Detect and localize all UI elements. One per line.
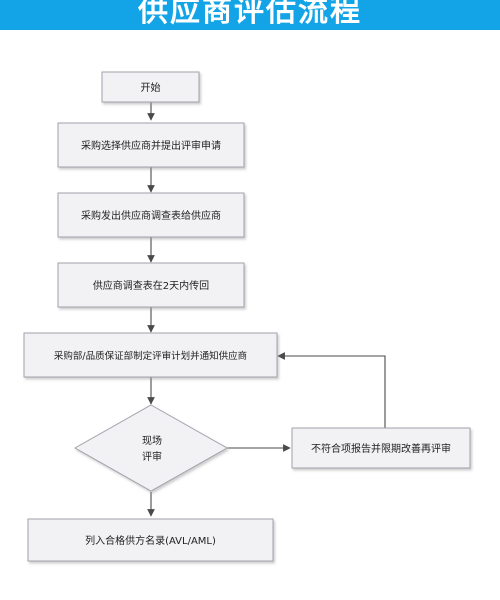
step4-label: 采购部/品质保证部制定评审计划并通知供应商: [54, 350, 247, 362]
step2-label: 采购发出供应商调查表给供应商: [81, 209, 221, 222]
fail-branch-label: 不符合项报告并限期改善再评审: [311, 442, 451, 455]
step3-node: 供应商调查表在2天内传回: [57, 262, 245, 308]
step1-label: 采购选择供应商并提出评审申请: [81, 139, 221, 152]
header-banner: 供应商评估流程: [0, 0, 500, 30]
start-label: 开始: [141, 81, 161, 94]
start-node: 开始: [101, 71, 200, 103]
connector-fail-step4: [277, 352, 386, 428]
decision-node: 现场 评审: [73, 404, 229, 492]
step3-label: 供应商调查表在2天内传回: [93, 279, 209, 292]
decision-label-line2: 评审: [142, 450, 162, 463]
step2-node: 采购发出供应商调查表给供应商: [57, 192, 245, 238]
fail-branch-node: 不符合项报告并限期改善再评审: [291, 427, 471, 469]
decision-label-line1: 现场: [142, 434, 162, 447]
step1-node: 采购选择供应商并提出评审申请: [57, 122, 245, 168]
step4-node: 采购部/品质保证部制定评审计划并通知供应商: [23, 332, 278, 378]
page-title: 供应商评估流程: [138, 0, 362, 29]
end-label: 列入合格供方名录(AVL/AML): [85, 534, 216, 547]
end-node: 列入合格供方名录(AVL/AML): [27, 518, 274, 562]
